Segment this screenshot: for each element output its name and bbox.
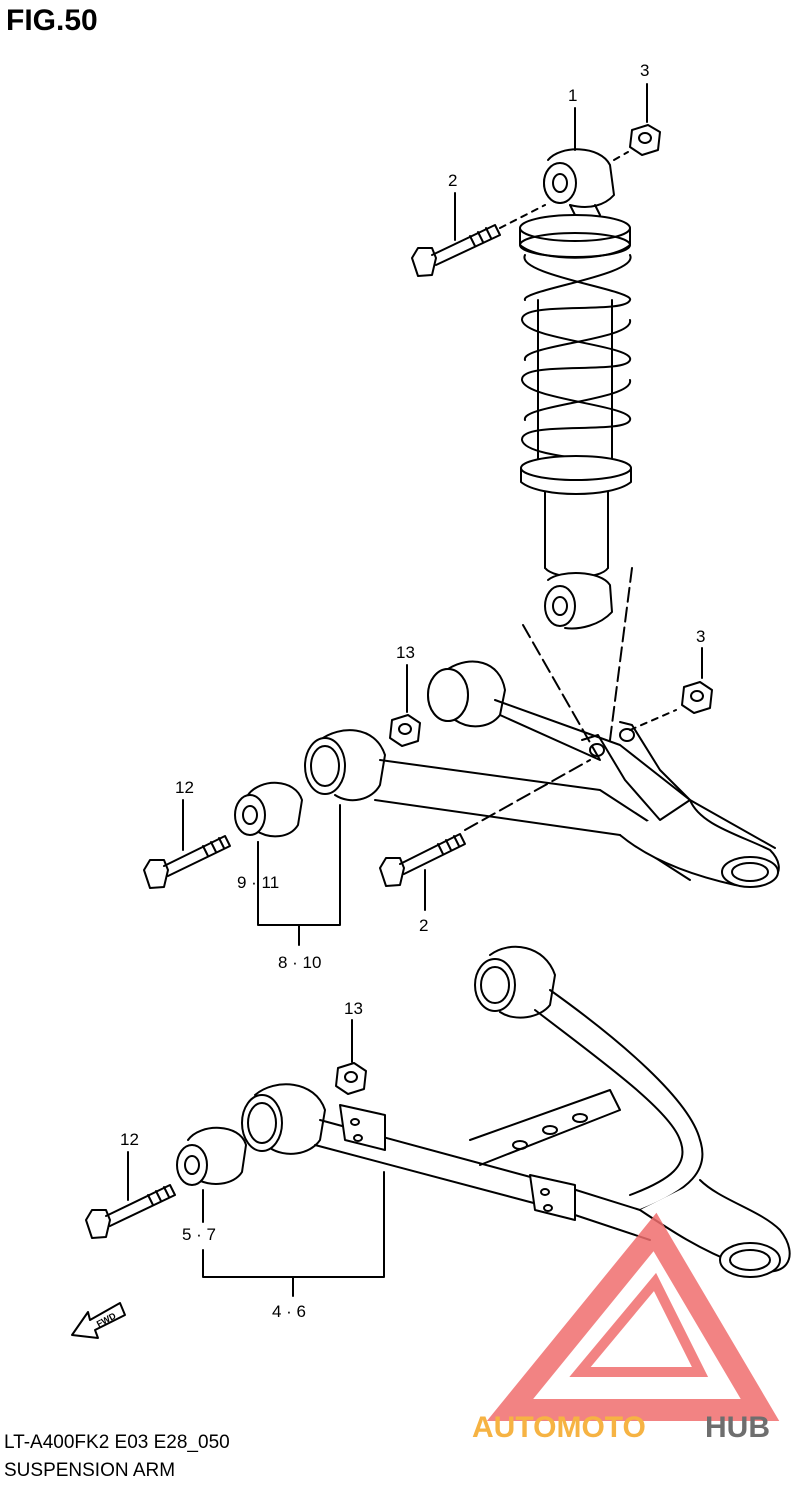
callout-2-top: 2 <box>448 171 457 190</box>
callout-3-mid: 3 <box>696 627 705 646</box>
figure-name: SUSPENSION ARM <box>4 1460 176 1481</box>
lower-suspension-arm <box>241 945 791 1278</box>
lower-arm-nut <box>335 1062 367 1095</box>
callout-12-bottom: 12 <box>120 1130 139 1149</box>
callout-3-top: 3 <box>640 61 649 80</box>
figure-title: FIG.50 <box>6 4 98 37</box>
callout-2-bottom: 2 <box>419 916 428 935</box>
upper-arm-nut <box>389 714 421 747</box>
watermark-text-1: AUTOMOTO <box>472 1411 646 1444</box>
upper-nut <box>629 124 661 156</box>
shock-absorber <box>519 148 632 630</box>
callout-1: 1 <box>568 86 577 105</box>
lower-arm-bolt <box>85 1184 176 1239</box>
figure-code: LT-A400FK2 E03 E28_050 <box>4 1432 230 1453</box>
upper-suspension-arm <box>304 660 780 888</box>
callout-13-bottom: 13 <box>344 999 363 1018</box>
lower-shock-bolt <box>379 833 466 887</box>
watermark-logo: AUTOMOTO HUB <box>472 1212 780 1444</box>
callout-8-10: 8 · 10 <box>278 953 321 972</box>
upper-arm-bolt <box>143 835 231 889</box>
mid-nut <box>681 681 713 714</box>
callout-13-top: 13 <box>396 643 415 662</box>
lower-arm-bushing <box>176 1126 247 1186</box>
callout-4-6: 4 · 6 <box>272 1302 306 1321</box>
upper-arm-bushing <box>234 781 303 838</box>
fwd-arrow-icon: FWD <box>71 1302 126 1339</box>
watermark-text-2: HUB <box>705 1411 770 1444</box>
upper-shock-bolt <box>411 224 501 277</box>
callout-9-11: 9 · 11 <box>237 873 279 892</box>
callout-5-7: 5 · 7 <box>182 1225 216 1244</box>
callout-12-top: 12 <box>175 778 194 797</box>
